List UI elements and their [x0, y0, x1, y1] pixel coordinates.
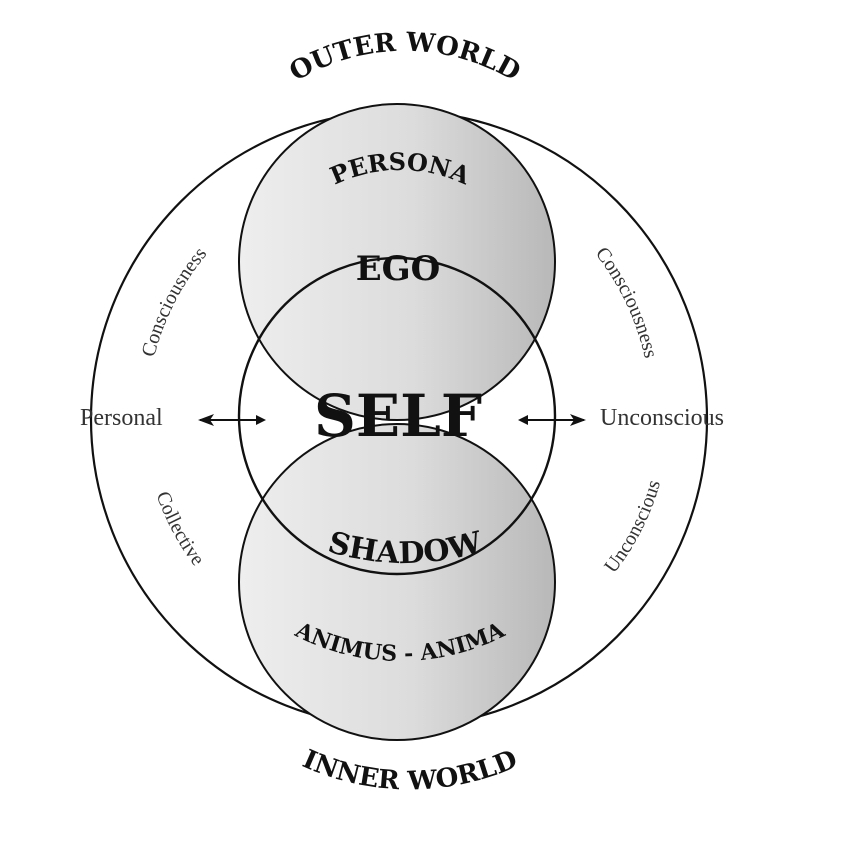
- unconscious-lower-right-label: Unconscious: [600, 477, 665, 577]
- lower-circle: [238, 423, 556, 741]
- upper-circle: [238, 103, 556, 421]
- consciousness-right-label: Consciousness: [591, 243, 662, 360]
- outer-world-title: OUTER WORLD: [285, 27, 525, 87]
- right-arrow: [518, 414, 586, 426]
- svg-text:INNER WORLD: INNER WORLD: [298, 744, 521, 796]
- self-circle: [237, 256, 557, 576]
- left-arrow: [198, 414, 266, 426]
- self-label: SELF: [314, 382, 482, 450]
- ego-label: EGO: [356, 249, 441, 289]
- svg-text:Collective: Collective: [152, 489, 209, 570]
- svg-text:Consciousness: Consciousness: [138, 243, 212, 359]
- consciousness-left-label: Consciousness: [138, 243, 212, 359]
- collective-label: Collective: [152, 489, 209, 570]
- svg-text:Consciousness: Consciousness: [591, 243, 662, 360]
- svg-text:Unconscious: Unconscious: [600, 477, 665, 577]
- personal-label: Personal: [80, 405, 163, 431]
- unconscious-right-label: Unconscious: [600, 405, 724, 431]
- inner-world-title: INNER WORLD: [298, 744, 521, 796]
- svg-text:OUTER WORLD: OUTER WORLD: [285, 27, 525, 87]
